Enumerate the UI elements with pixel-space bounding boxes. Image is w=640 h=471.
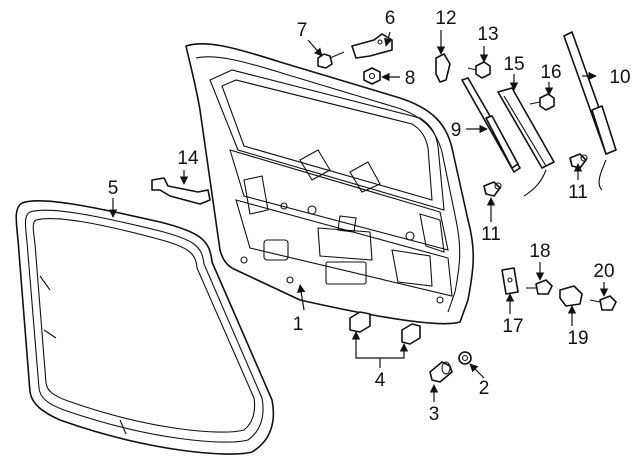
callout-4: 4 bbox=[375, 370, 386, 391]
callout-3: 3 bbox=[429, 404, 440, 425]
grommet-part-3 bbox=[429, 361, 453, 383]
bracket-part-12 bbox=[435, 53, 451, 83]
callout-13: 13 bbox=[477, 24, 498, 45]
callout-12: 12 bbox=[435, 8, 456, 29]
callout-16: 16 bbox=[540, 62, 561, 83]
callout-19: 19 bbox=[567, 328, 588, 349]
strut-part-9 bbox=[461, 77, 521, 173]
bumper-part-14 bbox=[151, 177, 211, 205]
latch-clip-part-19 bbox=[559, 285, 583, 307]
callout-9: 9 bbox=[451, 120, 462, 141]
trim-panel-part-15 bbox=[497, 87, 555, 197]
liftgate-panel bbox=[185, 42, 475, 325]
clip-part-17 bbox=[501, 267, 519, 295]
power-strut-part-10 bbox=[563, 31, 617, 191]
callout-8: 8 bbox=[405, 68, 416, 89]
callout-17: 17 bbox=[502, 316, 523, 337]
callout-11-right: 11 bbox=[568, 182, 588, 203]
callout-18: 18 bbox=[529, 241, 550, 262]
bolt-part-20 bbox=[589, 295, 617, 311]
leader-lines bbox=[108, 30, 609, 402]
striker-brackets bbox=[349, 311, 421, 345]
callout-6: 6 bbox=[385, 8, 396, 29]
callout-7: 7 bbox=[297, 20, 308, 41]
bolt-part-16 bbox=[529, 93, 555, 111]
callout-5: 5 bbox=[108, 178, 119, 199]
bolt-part-18 bbox=[526, 279, 553, 295]
callout-labels: 1 2 3 4 5 6 7 8 9 10 11 11 12 13 14 15 1… bbox=[108, 8, 631, 425]
weatherstrip-seal bbox=[15, 199, 275, 455]
washer-part-2 bbox=[458, 351, 472, 365]
nut-part-8 bbox=[363, 67, 381, 85]
callout-1: 1 bbox=[293, 314, 304, 335]
bolt-part-7 bbox=[317, 51, 345, 69]
callout-14: 14 bbox=[177, 148, 199, 169]
bolt-part-13 bbox=[467, 61, 491, 79]
ball-stud-part-11-left bbox=[483, 181, 502, 197]
callout-20: 20 bbox=[593, 261, 614, 282]
callout-2: 2 bbox=[479, 378, 490, 399]
callout-10: 10 bbox=[609, 67, 630, 88]
callout-11-left: 11 bbox=[481, 224, 501, 245]
callout-15: 15 bbox=[503, 54, 524, 75]
